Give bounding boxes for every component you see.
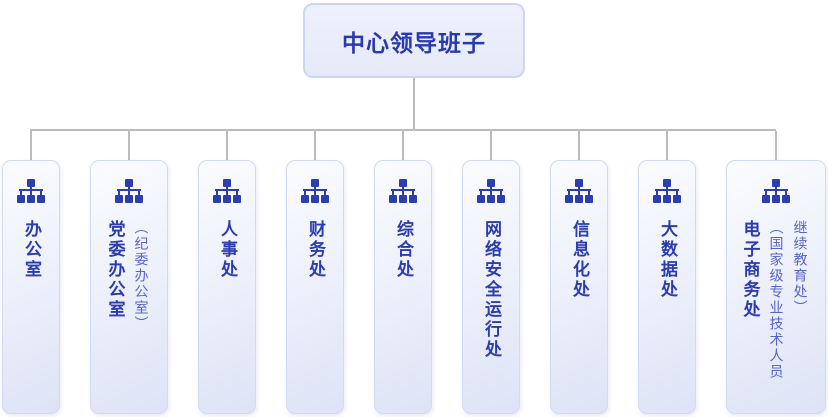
sitemap-icon [301, 179, 329, 203]
dept-title: 网络安全运行处 [482, 220, 501, 360]
root-node-label: 中心领导班子 [342, 29, 486, 56]
connector-stub [666, 131, 668, 160]
dept-subtitle: （纪委办公室） [133, 220, 150, 332]
dept-box: 办公室 [2, 160, 60, 414]
dept-text: 信息化处 [569, 220, 589, 300]
dept-text: 网络安全运行处 [481, 220, 501, 360]
dept-text: 人事处 [217, 220, 237, 280]
dept-node-general: 综合处 [374, 131, 432, 414]
dept-title: 信息化处 [570, 220, 589, 300]
dept-box: 电子商务处 （国家级专业技术人员继续教育处） [726, 160, 826, 414]
dept-box: 大数据处 [638, 160, 696, 414]
dept-title: 党委办公室 [105, 220, 125, 320]
connector-stub [490, 131, 492, 160]
dept-node-personnel: 人事处 [198, 131, 256, 414]
connector-stub [578, 131, 580, 160]
sitemap-icon [762, 179, 790, 203]
dept-box: 综合处 [374, 160, 432, 414]
dept-box: 网络安全运行处 [462, 160, 520, 414]
dept-box: 党委办公室 （纪委办公室） [90, 160, 168, 414]
dept-node-informatization: 信息化处 [550, 131, 608, 414]
sitemap-icon [115, 179, 143, 203]
dept-node-office: 办公室 [2, 131, 60, 414]
sitemap-icon [17, 179, 45, 203]
dept-title: 财务处 [306, 220, 325, 280]
connector-horizontal-line [30, 129, 776, 131]
connector-stub [402, 131, 404, 160]
connector-stub [775, 131, 777, 160]
dept-text: 电子商务处 （国家级专业技术人员继续教育处） [740, 220, 813, 386]
sitemap-icon [389, 179, 417, 203]
dept-title: 大数据处 [658, 220, 677, 300]
sitemap-icon [565, 179, 593, 203]
dept-text: 大数据处 [657, 220, 677, 300]
connector-stub [30, 131, 32, 160]
dept-text: 办公室 [21, 220, 41, 280]
dept-box: 人事处 [198, 160, 256, 414]
departments-row: 办公室 党委办公室 （纪委办公室） [2, 131, 826, 414]
sitemap-icon [477, 179, 505, 203]
dept-box: 信息化处 [550, 160, 608, 414]
dept-title: 综合处 [394, 220, 413, 280]
dept-title: 办公室 [22, 220, 41, 280]
dept-node-network-security: 网络安全运行处 [462, 131, 520, 414]
dept-text: 综合处 [393, 220, 413, 280]
dept-subtitle: （国家级专业技术人员继续教育处） [768, 220, 809, 380]
dept-title: 人事处 [218, 220, 237, 280]
dept-node-ecommerce: 电子商务处 （国家级专业技术人员继续教育处） [726, 131, 826, 414]
connector-stub [226, 131, 228, 160]
dept-node-party-committee-office: 党委办公室 （纪委办公室） [90, 131, 168, 414]
connector-root-line [413, 78, 415, 130]
root-node: 中心领导班子 [303, 3, 525, 78]
dept-text: 财务处 [305, 220, 325, 280]
dept-text: 党委办公室 （纪委办公室） [105, 220, 154, 332]
dept-title: 电子商务处 [740, 220, 760, 320]
sitemap-icon [213, 179, 241, 203]
connector-stub [128, 131, 130, 160]
dept-node-finance: 财务处 [286, 131, 344, 414]
dept-box: 财务处 [286, 160, 344, 414]
dept-node-big-data: 大数据处 [638, 131, 696, 414]
sitemap-icon [653, 179, 681, 203]
connector-stub [314, 131, 316, 160]
